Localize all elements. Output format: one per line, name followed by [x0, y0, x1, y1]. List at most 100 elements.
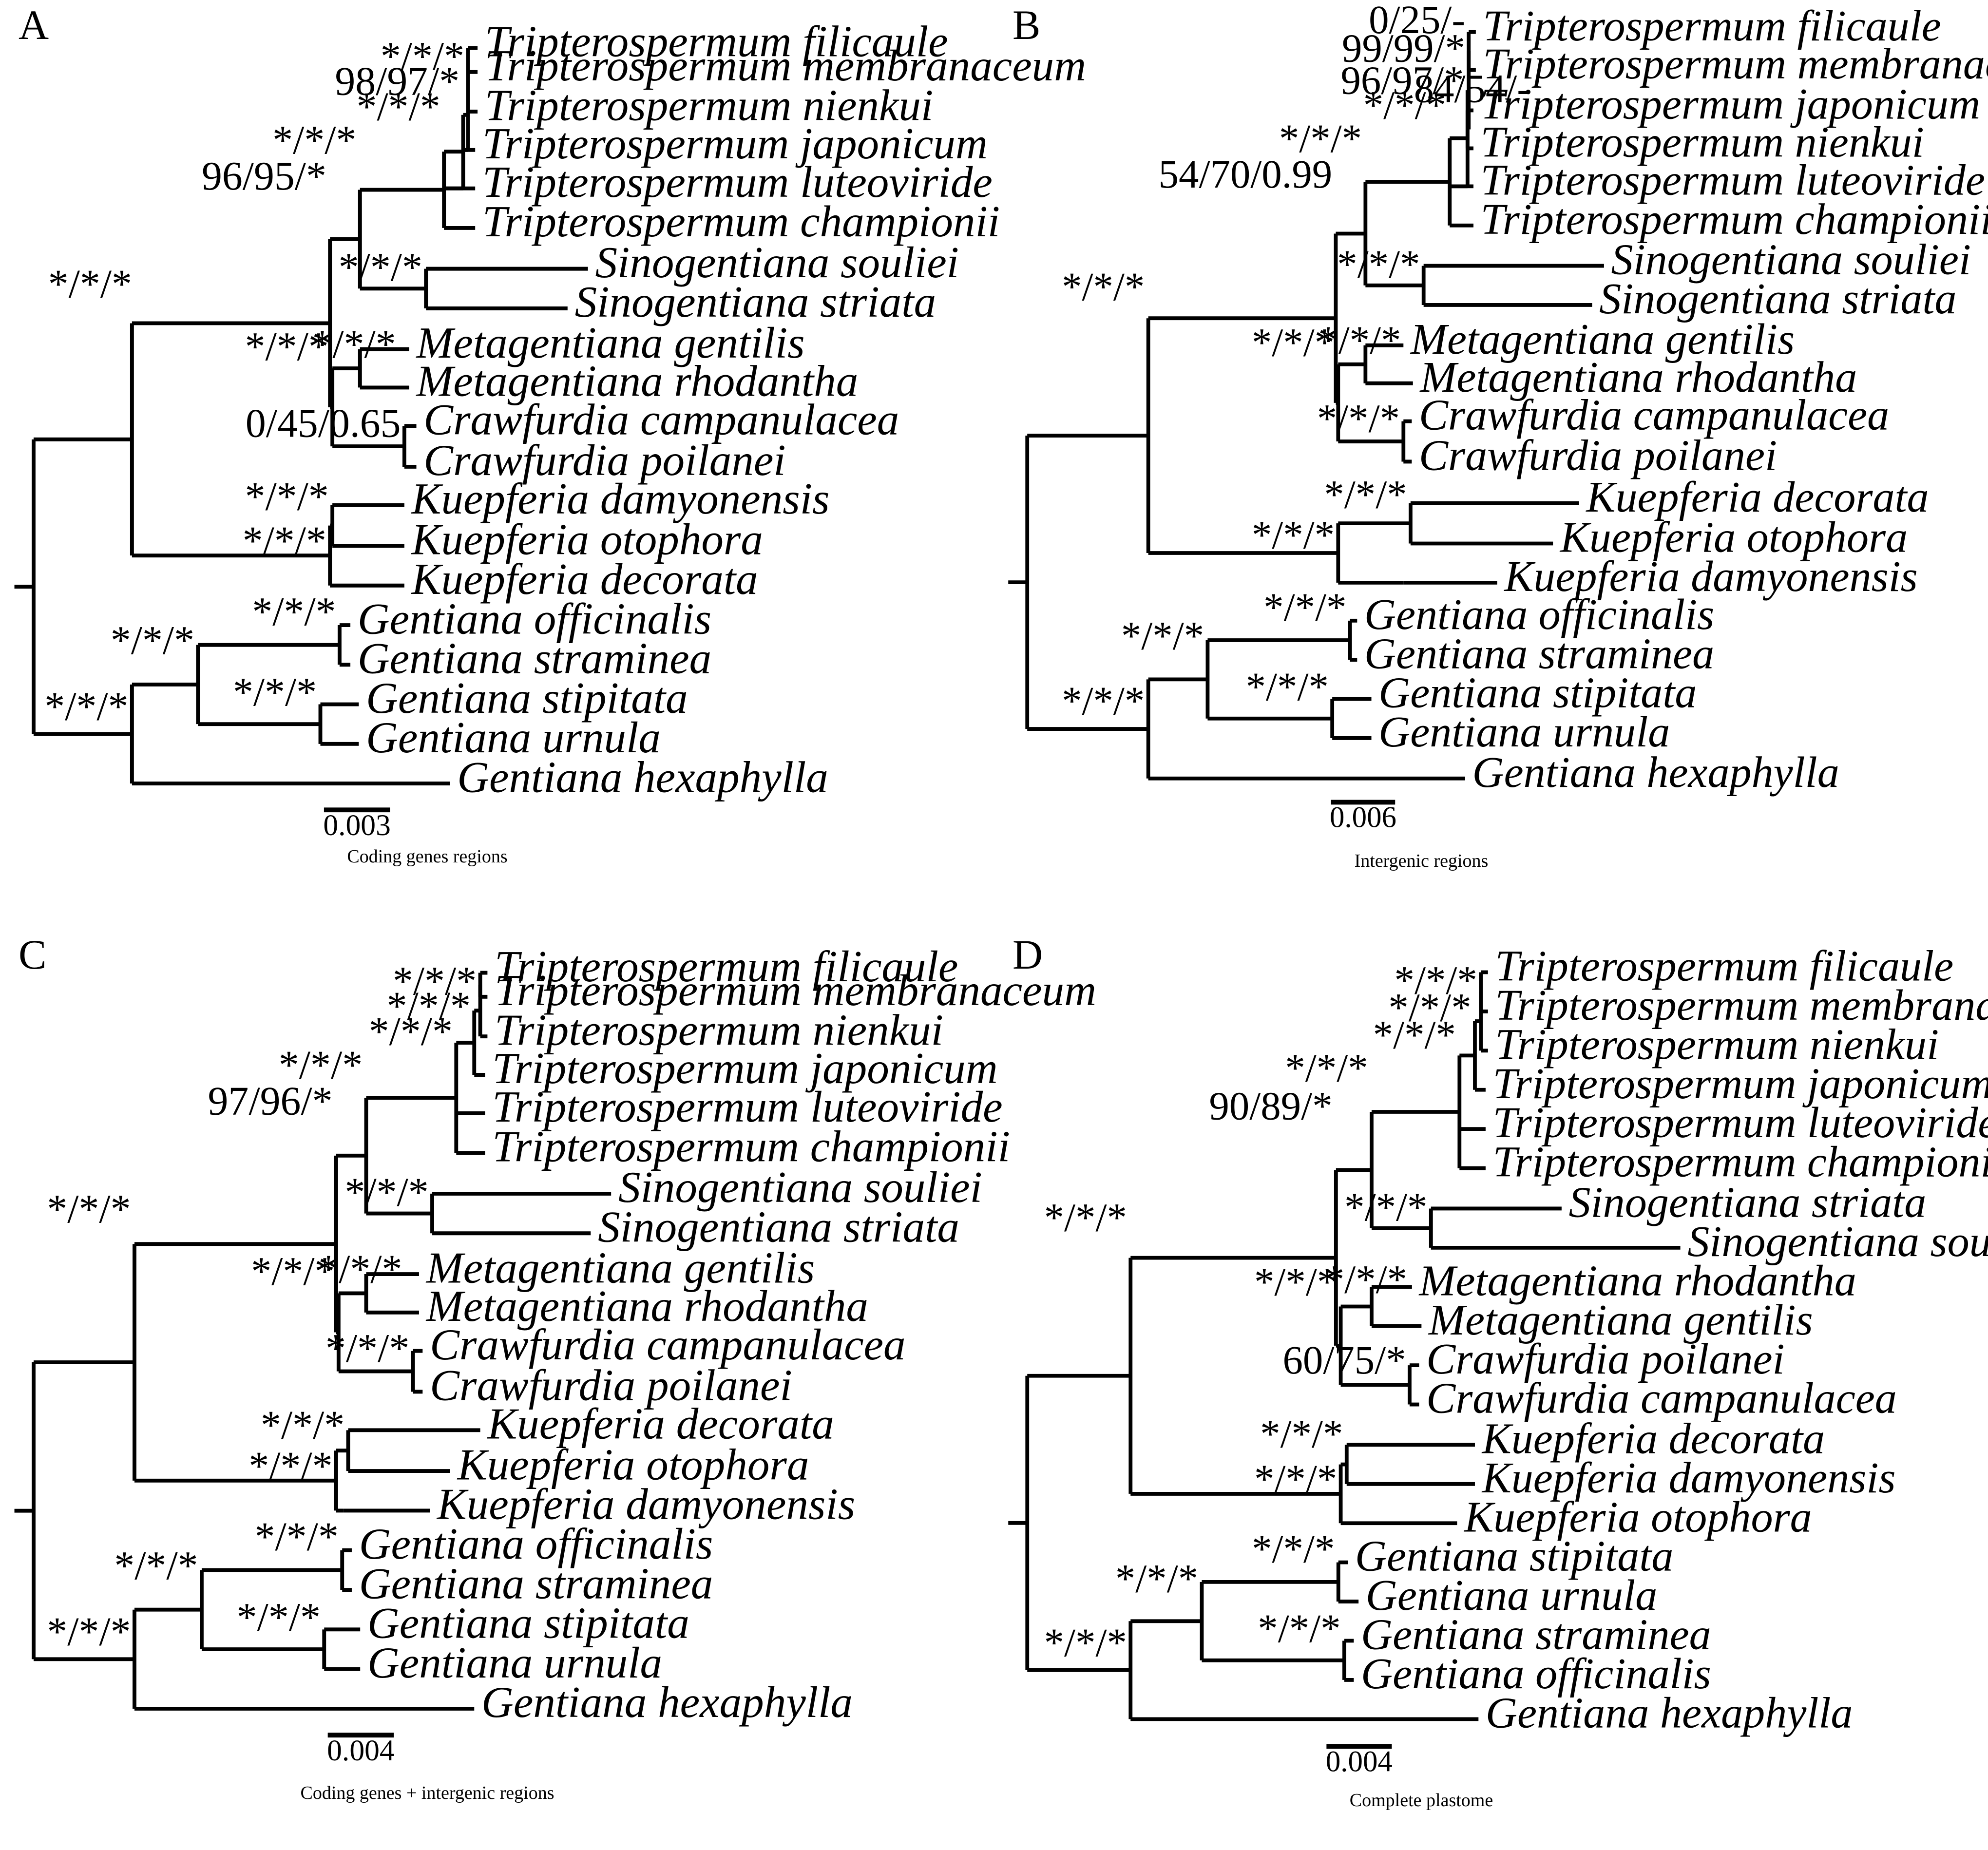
tip-label: Gentiana stipitata [1378, 669, 1697, 717]
support-value: */*/* [1044, 1620, 1127, 1665]
tip-label: Tripterospermum japonicum [482, 119, 988, 168]
tip-label: Tripterospermum championii [482, 197, 1000, 246]
tip-label: Kuepferia damyonensis [436, 1480, 855, 1529]
support-value: */*/* [369, 1009, 453, 1054]
support-value: */*/* [1115, 1556, 1198, 1601]
support-value: */*/* [1373, 1012, 1456, 1057]
support-value: 99/99/* [1342, 26, 1465, 71]
tree-c: Tripterospermum filicauleTripterospermum… [14, 942, 1096, 1767]
tip-label: Gentiana stipitata [1355, 1532, 1674, 1581]
tip-label: Tripterospermum nienkui [495, 1005, 943, 1054]
support-value: */*/* [279, 1042, 363, 1087]
tip-label: Tripterospermum championii [492, 1122, 1010, 1171]
tip-label: Tripterospermum nienkui [1481, 118, 1924, 167]
tip-label: Gentiana urnula [1366, 1571, 1658, 1620]
support-value: */*/* [245, 324, 329, 369]
tip-label: Tripterospermum luteoviride [492, 1082, 1002, 1131]
panel-letter-c: C [19, 931, 47, 978]
support-value: */*/* [47, 1186, 131, 1232]
tip-label: Crawfurdia campanulacea [423, 395, 899, 444]
tip-label: Gentiana urnula [366, 713, 661, 762]
tip-label: Kuepferia otophora [1559, 514, 1908, 562]
support-value: */*/* [381, 34, 464, 79]
tip-label: Metagentiana gentilis [1428, 1296, 1813, 1344]
tip-label: Kuepferia decorata [411, 554, 758, 604]
support-value: */*/* [245, 474, 329, 519]
tip-label: Sinogentiana striata [1599, 275, 1956, 323]
tip-label: Tripterospermum luteoviride [1481, 156, 1985, 204]
support-value: */*/* [1388, 985, 1471, 1030]
tip-label: Tripterospermum filicaule [495, 942, 958, 991]
tip-label: Sinogentiana souliei [1687, 1217, 1988, 1266]
tip-label: Gentiana stipitata [366, 673, 688, 723]
support-value: */*/* [111, 618, 194, 663]
panel-caption-b: Intergenic regions [1354, 851, 1489, 871]
support-value: */*/* [261, 1403, 344, 1448]
support-value: 54/70/0.99 [1159, 152, 1332, 196]
support-value: */*/* [1344, 1184, 1427, 1229]
tip-label: Crawfurdia poilanei [1426, 1335, 1785, 1383]
support-value: */*/* [48, 262, 132, 307]
tip-label: Gentiana hexaphylla [481, 1678, 853, 1727]
tip-label: Kuepferia otophora [1463, 1492, 1812, 1541]
tip-label: Metagentiana gentilis [1410, 315, 1795, 363]
support-value: */*/* [1121, 613, 1204, 658]
support-value: */*/* [272, 117, 356, 163]
tip-label: Kuepferia decorata [486, 1399, 834, 1449]
tip-label: Tripterospermum luteoviride [1493, 1098, 1988, 1147]
tip-label: Metagentiana gentilis [425, 1243, 815, 1292]
support-value: */*/* [1337, 242, 1420, 286]
support-value: */*/* [243, 518, 326, 564]
support-value: */*/* [1279, 116, 1362, 161]
scale-bar-label: 0.004 [327, 1734, 395, 1767]
tip-label: Gentiana straminea [1361, 1610, 1711, 1659]
support-value: 0/45/0.65 [246, 401, 401, 446]
panel-caption-d: Complete plastome [1349, 1790, 1493, 1811]
support-value: */*/* [47, 1609, 131, 1654]
support-value: */*/* [248, 1443, 332, 1488]
support-value: */*/* [114, 1543, 198, 1588]
tip-label: Tripterospermum japonicum [1481, 80, 1980, 129]
support-value: */*/* [1252, 320, 1335, 365]
support-value: */*/* [325, 1326, 409, 1371]
tip-label: Kuepferia damyonensis [1481, 1453, 1896, 1502]
tip-label: Gentiana urnula [1378, 708, 1670, 756]
tip-label: Tripterospermum filicaule [1495, 942, 1953, 991]
support-value: 98/97/* [335, 59, 459, 104]
tip-label: Kuepferia otophora [457, 1440, 809, 1489]
tip-label: Kuepferia decorata [1585, 473, 1929, 521]
tip-label: Gentiana officinalis [1364, 591, 1714, 639]
tip-label: Gentiana stipitata [367, 1599, 689, 1648]
support-value: */*/* [1254, 1259, 1337, 1304]
tip-label: Tripterospermum championii [1493, 1138, 1988, 1186]
support-value: */*/* [233, 669, 317, 715]
tip-label: Gentiana urnula [367, 1638, 662, 1687]
tip-label: Tripterospermum membranaceum [1495, 981, 1988, 1030]
tip-label: Tripterospermum membranaceum [495, 966, 1096, 1015]
tip-label: Tripterospermum nienkui [1495, 1020, 1939, 1068]
support-value: */*/* [237, 1595, 321, 1640]
support-value: */*/* [393, 958, 477, 1004]
tip-label: Metagentiana rhodantha [1418, 1256, 1856, 1305]
support-value: */*/* [1258, 1606, 1340, 1651]
tip-label: Crawfurdia poilanei [430, 1361, 792, 1410]
tree-d: Tripterospermum filicauleTripterospermum… [1008, 942, 1988, 1778]
tip-label: Crawfurdia campanulacea [1426, 1374, 1897, 1423]
tip-label: Sinogentiana souliei [1611, 236, 1971, 284]
support-value: */*/* [1285, 1046, 1368, 1090]
tip-label: Kuepferia otophora [411, 515, 763, 564]
tip-label: Sinogentiana striata [1569, 1178, 1927, 1226]
support-value: */*/* [1260, 1411, 1343, 1456]
support-value: */*/* [1252, 1526, 1335, 1571]
scale-bar-label: 0.004 [1326, 1746, 1393, 1778]
tip-label: Kuepferia damyonensis [411, 474, 830, 523]
support-value: */*/* [1324, 1257, 1407, 1301]
tree-a: Tripterospermum filicauleTripterospermum… [14, 17, 1086, 842]
support-value: */*/* [251, 1249, 335, 1294]
tip-label: Gentiana straminea [358, 634, 711, 683]
support-value: */*/* [1254, 1456, 1337, 1501]
tip-label: Tripterospermum filicaule [485, 17, 948, 66]
